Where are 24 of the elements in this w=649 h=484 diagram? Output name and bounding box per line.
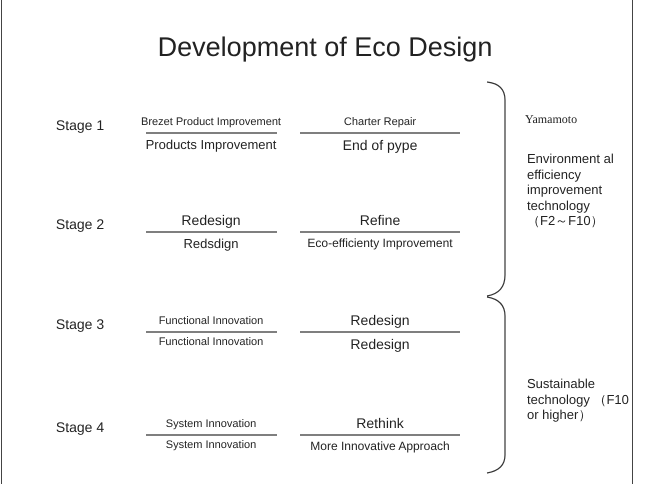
- approach-label: More Innovative Approach: [309, 439, 451, 454]
- approach-label: Redesign: [349, 336, 411, 354]
- approach-label: System Innovation: [164, 439, 258, 453]
- stage-label: Stage 4: [54, 419, 106, 436]
- category-label: Environment al efficiency improvement technology （F2～F10）: [527, 151, 615, 229]
- stage-label: Stage 1: [54, 117, 106, 134]
- approach-label: Functional Innovation: [158, 336, 264, 350]
- approach-label: Rethink: [355, 414, 405, 432]
- approach-label: Redsdign: [182, 236, 240, 252]
- approach-label: System Innovation: [164, 418, 258, 432]
- approach-label: Products Improvement: [144, 137, 278, 154]
- approach-label: Charter Repair: [342, 116, 418, 130]
- approach-label: Brezet Product Improvement: [140, 116, 282, 130]
- approach-label: Refine: [358, 212, 402, 229]
- approach-label: Redesign: [349, 312, 411, 329]
- approach-label: Eco-efficienty Improvement: [306, 236, 454, 251]
- category-label: Sustainable technology （F10 or higher）: [527, 376, 630, 423]
- stage-label: Stage 3: [54, 316, 106, 334]
- title: Development of Eco Design: [156, 34, 494, 61]
- approach-label: Redesign: [180, 212, 242, 229]
- approach-label: End of pype: [342, 137, 418, 154]
- approach-label: Functional Innovation: [158, 315, 264, 329]
- author-label: Yamamoto: [525, 112, 578, 126]
- stage-label: Stage 2: [54, 216, 106, 234]
